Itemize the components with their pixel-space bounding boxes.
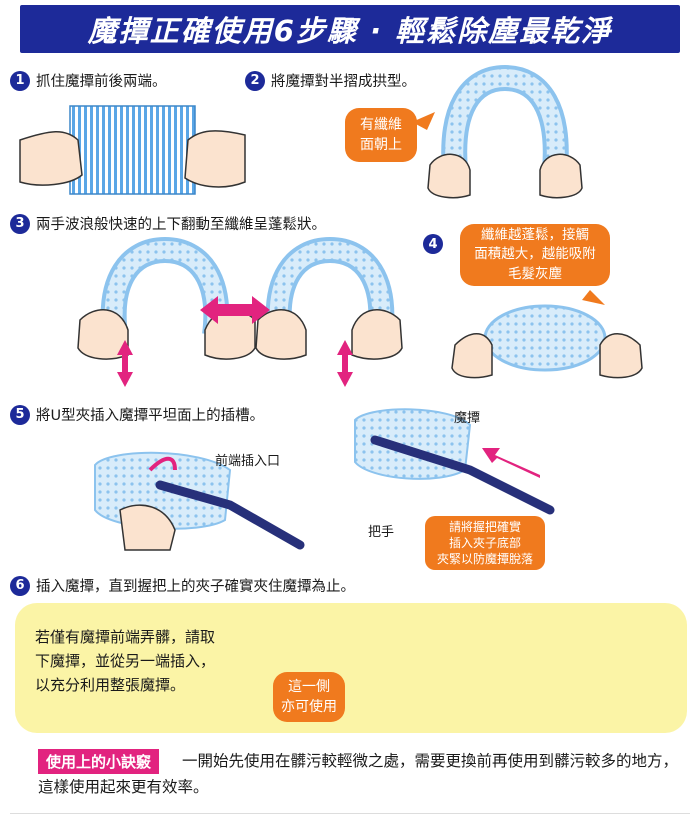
footer-tag: 使用上的小訣竅 xyxy=(38,749,160,774)
step-number: 4 xyxy=(423,234,443,254)
step-1: 1 抓住魔撢前後兩端。 xyxy=(10,70,167,91)
label-handle: 把手 xyxy=(368,525,395,540)
callout-fiber-up: 有纖維 面朝上 xyxy=(345,108,417,162)
step-number: 1 xyxy=(10,70,30,91)
step-text: 將魔撢對半摺成拱型。 xyxy=(271,74,416,90)
tip-text: 若僅有魔撢前端弄髒，請取 下魔撢，並從另一端插入， 以充分利用整張魔撢。 xyxy=(35,628,216,694)
step2-illustration xyxy=(412,64,583,199)
step4-illustration xyxy=(451,290,643,379)
step-text: 抓住魔撢前後兩端。 xyxy=(36,74,167,90)
label-duster: 魔撢 xyxy=(454,411,481,426)
step-4: 4 xyxy=(423,234,443,254)
tip-box xyxy=(15,603,687,733)
step3-illustration xyxy=(77,236,403,387)
step-3: 3 兩手波浪般快速的上下翻動至纖維呈蓬鬆狀。 xyxy=(10,213,326,234)
step-number: 5 xyxy=(10,404,30,425)
label-front-slot: 前端插入口 xyxy=(215,454,281,469)
step-number: 2 xyxy=(245,70,265,91)
step-2: 2 將魔撢對半摺成拱型。 xyxy=(245,70,416,91)
step-5: 5 將U型夾插入魔撢平坦面上的插槽。 xyxy=(10,404,264,425)
callout-this-side: 這一側 亦可使用 xyxy=(273,672,345,722)
step1-illustration xyxy=(19,105,246,195)
step-6: 6 插入魔撢，直到握把上的夾子確實夾住魔撢為止。 xyxy=(10,575,355,596)
step-number: 6 xyxy=(10,575,30,596)
page-title: 魔撢正確使用6步驟 · 輕鬆除塵最乾淨 xyxy=(20,5,680,53)
callout-grip-note: 請將握把確實 插入夾子底部 夾緊以防魔撢脫落 xyxy=(425,516,545,570)
callout-fluffy: 纖維越蓬鬆，接觸 面積越大，越能吸附 毛髮灰塵 xyxy=(460,224,610,286)
footer-text: 一開始先使用在髒污較輕微之處，需要更換前再使用到髒污較多的地方，這樣使用起來更有… xyxy=(38,752,679,796)
bottom-divider xyxy=(10,813,690,814)
step5-illustration xyxy=(94,408,555,551)
step-text: 將U型夾插入魔撢平坦面上的插槽。 xyxy=(36,408,265,424)
step-number: 3 xyxy=(10,213,30,234)
step-text: 兩手波浪般快速的上下翻動至纖維呈蓬鬆狀。 xyxy=(36,217,326,233)
step-text: 插入魔撢，直到握把上的夾子確實夾住魔撢為止。 xyxy=(36,579,355,595)
